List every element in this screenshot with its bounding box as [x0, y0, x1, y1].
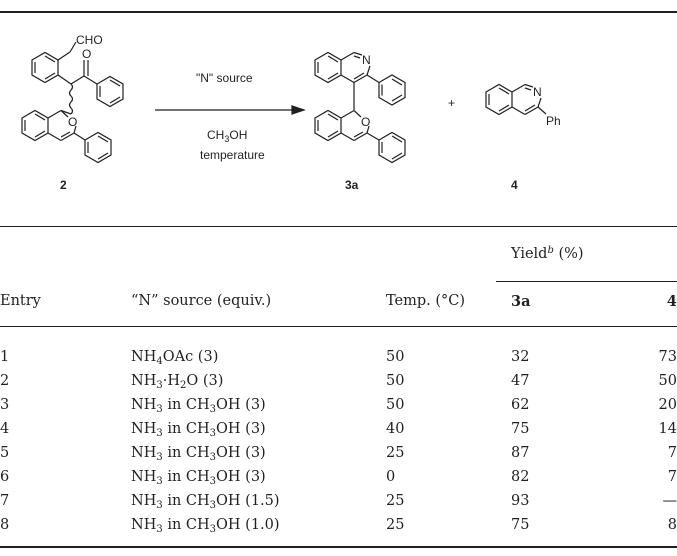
compound-4-label: 4 [511, 178, 518, 192]
plus-sign: + [448, 96, 455, 110]
temp-cell: 50 [386, 397, 405, 413]
temp-cell: 0 [386, 469, 396, 485]
temp-cell: 25 [386, 445, 405, 461]
4-ph-label: Ph [546, 114, 561, 128]
temp-cell: 25 [386, 517, 405, 533]
pyran-o-label: O [68, 115, 77, 129]
yield-footnote-mark: b [547, 245, 554, 256]
col-header-temp: Temp. (°C) [386, 293, 466, 309]
entry-cell: 6 [0, 469, 10, 485]
entry-cell: 5 [0, 445, 10, 461]
yield-3a-cell: 87 [511, 445, 530, 461]
col-header-entry: Entry [0, 293, 41, 309]
entry-cell: 2 [0, 373, 10, 389]
entry-cell: 4 [0, 421, 10, 437]
yield-4-cell: 14 [658, 421, 677, 437]
compound-3a-structure [314, 51, 406, 164]
yield-4-cell: 8 [667, 517, 677, 533]
source-cell: NH3 in CH3OH (3) [131, 469, 266, 487]
compound-3a-label: 3a [345, 178, 359, 192]
entry-cell: 1 [0, 349, 10, 365]
col-header-3a: 3a [511, 293, 531, 310]
condition-label: temperature [200, 148, 265, 162]
compound-4-structure [485, 83, 547, 116]
yield-4-cell: 50 [658, 373, 677, 389]
source-cell: NH4OAc (3) [131, 349, 219, 367]
yield-4-cell: 20 [658, 397, 677, 413]
yield-header-text: Yield [511, 246, 548, 262]
temp-cell: 25 [386, 493, 405, 509]
source-cell: NH3·H2O (3) [131, 373, 224, 391]
entry-cell: 3 [0, 397, 10, 413]
source-cell: NH3 in CH3OH (3) [131, 397, 266, 415]
col-header-4: 4 [666, 293, 677, 310]
source-cell: NH3 in CH3OH (3) [131, 445, 266, 463]
yield-4-cell: — [662, 493, 677, 509]
yield-3a-cell: 93 [511, 493, 530, 509]
bottom-rule [0, 546, 677, 548]
yield-4-cell: 7 [667, 445, 677, 461]
yield-3a-cell: 75 [511, 517, 530, 533]
top-rule [0, 11, 677, 13]
reagent-label: "N" source [196, 71, 253, 85]
header-rule [0, 326, 677, 327]
yield-3a-cell: 32 [511, 349, 530, 365]
temp-cell: 40 [386, 421, 405, 437]
entry-cell: 7 [0, 493, 10, 509]
yield-3a-cell: 62 [511, 397, 530, 413]
yield-group-header: Yieldb (%) [511, 245, 584, 263]
temp-cell: 50 [386, 373, 405, 389]
yield-4-cell: 7 [667, 469, 677, 485]
yield-4-cell: 73 [658, 349, 677, 365]
temp-cell: 50 [386, 349, 405, 365]
solvent-label: CH3OH [207, 128, 247, 144]
yield-3a-cell: 75 [511, 421, 530, 437]
source-cell: NH3 in CH3OH (1.0) [131, 517, 280, 535]
3a-n-label: N [362, 53, 371, 67]
source-cell: NH3 in CH3OH (1.5) [131, 493, 280, 511]
yield-header-unit: (%) [558, 246, 584, 262]
yield-group-rule [496, 281, 677, 282]
3a-o-label: O [361, 115, 370, 129]
scheme-table-rule [0, 226, 677, 227]
cho-label: CHO [76, 33, 103, 47]
compound-2-label: 2 [60, 178, 67, 192]
reaction-scheme: CHO O O N O N Ph "N" source CH3OH temper… [21, 33, 561, 192]
source-cell: NH3 in CH3OH (3) [131, 421, 266, 439]
entry-cell: 8 [0, 517, 10, 533]
ketone-o-label: O [82, 47, 91, 61]
col-header-source: “N” source (equiv.) [131, 293, 272, 309]
4-n-label: N [533, 85, 542, 99]
yield-3a-cell: 47 [511, 373, 530, 389]
arrow-head [291, 105, 306, 115]
yield-3a-cell: 82 [511, 469, 530, 485]
compound-2-structure [21, 41, 124, 164]
